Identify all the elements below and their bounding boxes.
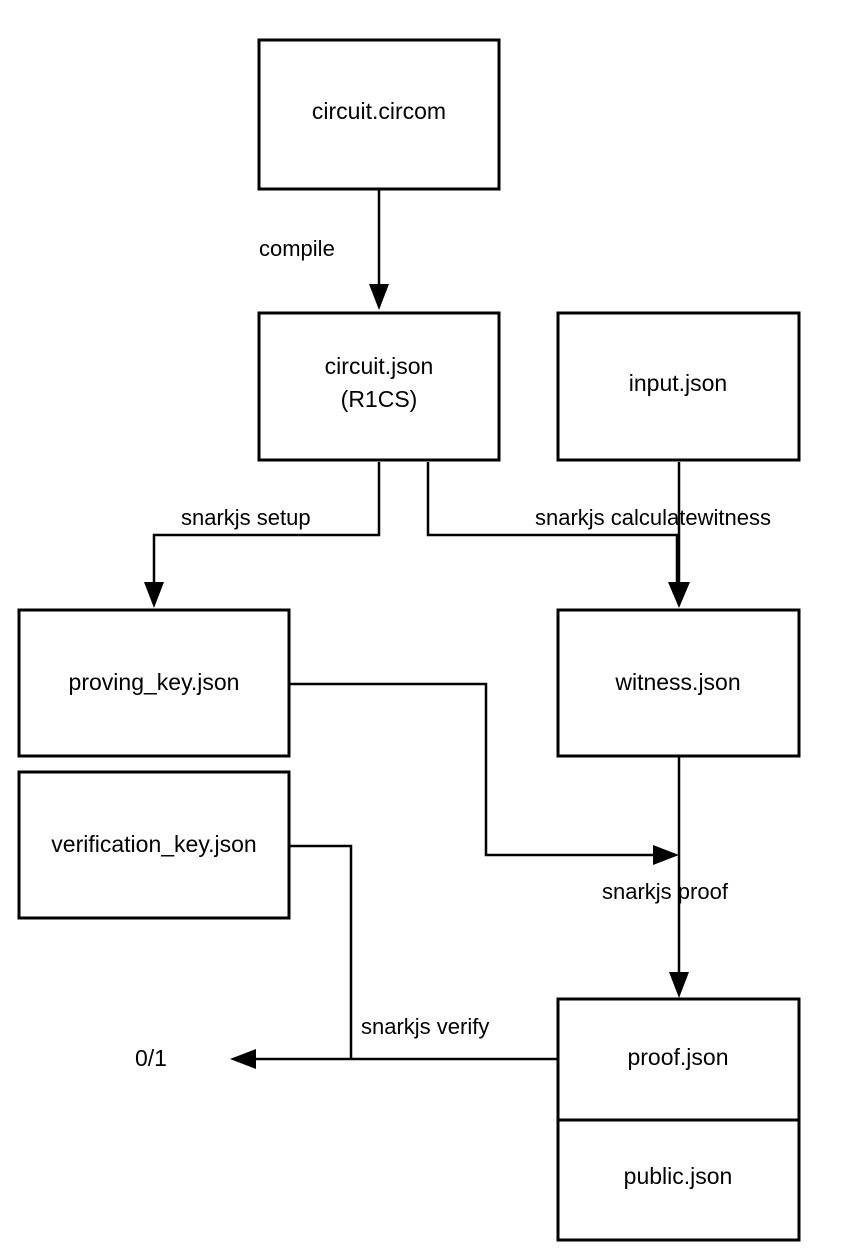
node-verification-key-label: verification_key.json [51,831,256,857]
edge-proving-key-to-proof [290,682,679,865]
verify-result: 0/1 [135,1045,167,1071]
label-setup: snarkjs setup [181,505,311,530]
arrowhead-compile [369,284,389,310]
node-public-label: public.json [624,1163,733,1189]
node-circuit-json-label: circuit.json [325,353,434,379]
arrowhead-setup [144,582,164,608]
arrowhead-calculatewitness [668,582,690,608]
node-proving-key-label: proving_key.json [69,669,240,695]
label-verify: snarkjs verify [361,1014,489,1039]
node-proving-key: proving_key.json [17,608,291,758]
node-circuit-json-sublabel: (R1CS) [341,386,418,412]
node-circuit-json: circuit.json (R1CS) [257,311,501,462]
arrowhead-verify [230,1049,256,1069]
node-proof-label: proof.json [627,1044,728,1070]
label-compile: compile [259,236,335,261]
node-circuit-circom-label: circuit.circom [312,98,446,124]
node-proof: proof.json [556,997,801,1122]
edge-setup [144,462,381,608]
edge-calculatewitness-input [668,462,690,608]
edge-proof [669,757,689,998]
label-calculatewitness: snarkjs calculatewitness [535,505,771,530]
node-circuit-circom: circuit.circom [257,38,501,191]
node-verification-key: verification_key.json [17,770,291,920]
label-proof: snarkjs proof [602,879,729,904]
node-witness-label: witness.json [614,669,740,695]
arrowhead-proving-key [653,845,679,865]
edge-verify [230,1049,558,1069]
edge-compile [369,190,389,310]
edge-verification-key-to-verify [290,844,353,1059]
arrowhead-proof [669,972,689,998]
edge-calculatewitness-circuit [426,462,679,584]
node-input-json-label: input.json [629,370,727,396]
node-witness: witness.json [556,608,801,758]
node-public: public.json [556,1118,801,1242]
node-input-json: input.json [556,311,801,462]
